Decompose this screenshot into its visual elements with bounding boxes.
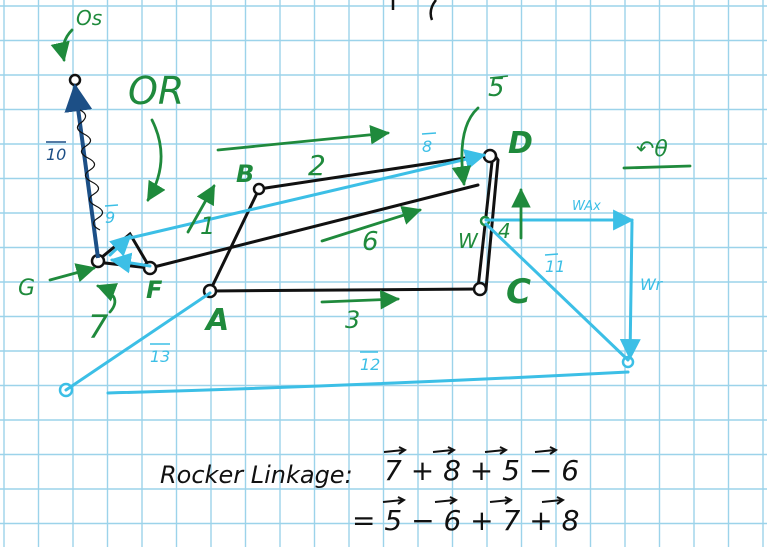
vector-label-12: 12 bbox=[360, 355, 380, 374]
arrow-link-1 bbox=[186, 184, 216, 234]
arrow-link-6 bbox=[320, 205, 422, 243]
vector-label-11: 11 bbox=[545, 257, 565, 276]
link-fd bbox=[148, 183, 480, 270]
label-g: G bbox=[18, 276, 35, 301]
joint-b bbox=[252, 182, 266, 196]
label-os: Os bbox=[76, 6, 102, 30]
arrow-link-3 bbox=[320, 289, 400, 310]
green-arrows bbox=[48, 28, 692, 314]
vector-12-line bbox=[106, 370, 630, 395]
arrow-link-8 bbox=[216, 125, 390, 152]
joint-top bbox=[68, 73, 82, 87]
vector-7-arrow bbox=[109, 252, 152, 274]
vector-8-arrow bbox=[128, 149, 487, 240]
vector-10 bbox=[64, 83, 104, 259]
label-f: F bbox=[146, 276, 163, 304]
joint-c bbox=[472, 281, 488, 297]
label-b: B bbox=[236, 160, 254, 188]
label-c: C bbox=[506, 272, 531, 312]
vector-wr-arrow bbox=[619, 220, 641, 361]
link-number-7: 7 bbox=[88, 308, 109, 346]
label-wax: WAx bbox=[572, 199, 601, 214]
joint-f bbox=[142, 260, 158, 276]
top-marks bbox=[391, 0, 437, 21]
link-number-4: 4 bbox=[498, 219, 511, 243]
theta-underline bbox=[622, 164, 692, 170]
link-ab bbox=[208, 187, 261, 293]
arrow-os bbox=[50, 28, 74, 62]
vector-10-coil bbox=[76, 109, 104, 231]
cyan-vectors bbox=[64, 149, 641, 395]
link-number-1: 1 bbox=[200, 212, 215, 240]
vector-label-9: 9 bbox=[105, 208, 115, 227]
link-number-2: 2 bbox=[308, 149, 326, 182]
joint-d bbox=[482, 148, 498, 164]
arrow-or bbox=[146, 118, 166, 202]
equation-label: Rocker Linkage: bbox=[160, 461, 353, 489]
link-ac bbox=[208, 287, 482, 293]
label-w: W bbox=[458, 229, 479, 253]
vector-9-arrow bbox=[108, 234, 132, 257]
arrow-v5 bbox=[451, 106, 480, 186]
label-or: OR bbox=[128, 69, 184, 113]
arrow-g bbox=[48, 263, 96, 283]
label-d: D bbox=[508, 126, 533, 161]
equation: Rocker Linkage: 7 + 8 + 5 − 6 = 5 − 6 + … bbox=[160, 454, 579, 537]
vector-label-5: 5 bbox=[488, 73, 505, 103]
vector-label-13: 13 bbox=[150, 347, 170, 366]
label-a: A bbox=[204, 303, 229, 338]
vector-label-10: 10 bbox=[46, 145, 66, 164]
label-theta: ↶θ bbox=[636, 137, 668, 162]
equation-overbars bbox=[382, 446, 565, 505]
equation-line-1: 7 + 8 + 5 − 6 bbox=[384, 454, 579, 487]
link-number-3: 3 bbox=[345, 306, 360, 334]
arrow-7 bbox=[96, 283, 118, 314]
labels: Os OR B D A C F G W ↶θ WAx Wr 1 2 3 4 6 … bbox=[18, 6, 668, 374]
vector-label-8: 8 bbox=[422, 137, 432, 156]
vector-11-line bbox=[484, 222, 630, 362]
vector-overbars bbox=[46, 75, 559, 353]
link-number-6: 6 bbox=[362, 227, 379, 257]
vector-13-line bbox=[64, 291, 212, 392]
label-wr: Wr bbox=[640, 275, 664, 294]
link-bd bbox=[257, 152, 494, 191]
equation-line-2: = 5 − 6 + 7 + 8 bbox=[352, 504, 579, 537]
